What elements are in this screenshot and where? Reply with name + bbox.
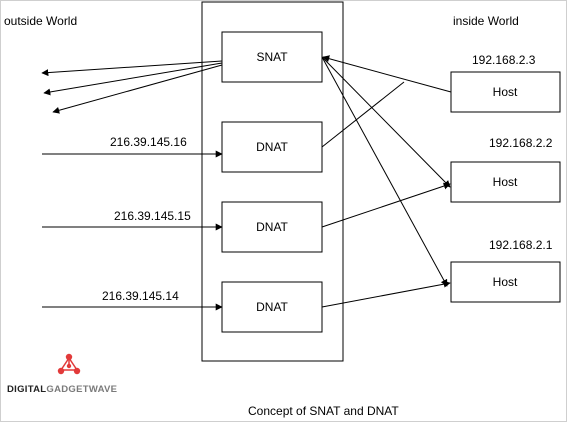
diagram-caption: Concept of SNAT and DNAT <box>248 404 399 418</box>
host-box-2: Host <box>450 161 561 203</box>
host-to-snat-arrow <box>322 55 452 93</box>
dnat-to-host-arrow <box>321 182 451 228</box>
snat-to-host-arrow <box>321 56 448 287</box>
host-ip-label: 192.168.2.1 <box>489 238 553 252</box>
host-ip-label: 192.168.2.3 <box>472 53 536 67</box>
outside-world-label: outside World <box>4 14 77 28</box>
host-box-3: Host <box>450 261 561 303</box>
outgoing-arrow <box>43 62 223 96</box>
dnat-box-1: DNAT <box>221 121 323 173</box>
dnat-box-label: DNAT <box>256 300 288 314</box>
host-box-label: Host <box>493 275 518 289</box>
outgoing-arrow <box>41 60 223 77</box>
logo-text-dark: DIGITAL <box>7 384 46 395</box>
snat-to-host-arrow <box>321 56 451 188</box>
public-ip-label: 216.39.145.16 <box>110 135 187 149</box>
public-ip-label: 216.39.145.15 <box>114 209 191 223</box>
dnat-link-line <box>321 81 405 148</box>
host-box-1: Host <box>450 71 561 113</box>
logo-wordmark: DIGITALGADGETWAVE <box>7 384 117 395</box>
dnat-to-host-arrow <box>321 280 451 308</box>
dnat-box-2: DNAT <box>221 201 323 253</box>
digitalgadgetwave-logo: DIGITALGADGETWAVE <box>7 353 117 395</box>
host-box-label: Host <box>493 85 518 99</box>
network-nodes-icon <box>57 353 81 375</box>
dnat-box-label: DNAT <box>256 140 288 154</box>
inside-world-label: inside World <box>453 14 519 28</box>
dnat-box-label: DNAT <box>256 220 288 234</box>
dnat-box-3: DNAT <box>221 281 323 333</box>
snat-box: SNAT <box>221 31 323 83</box>
host-box-label: Host <box>493 175 518 189</box>
snat-box-label: SNAT <box>256 50 288 64</box>
public-ip-label: 216.39.145.14 <box>102 289 179 303</box>
logo-text-light: GADGETWAVE <box>46 384 117 395</box>
outgoing-arrow <box>52 64 223 114</box>
host-ip-label: 192.168.2.2 <box>489 136 553 150</box>
